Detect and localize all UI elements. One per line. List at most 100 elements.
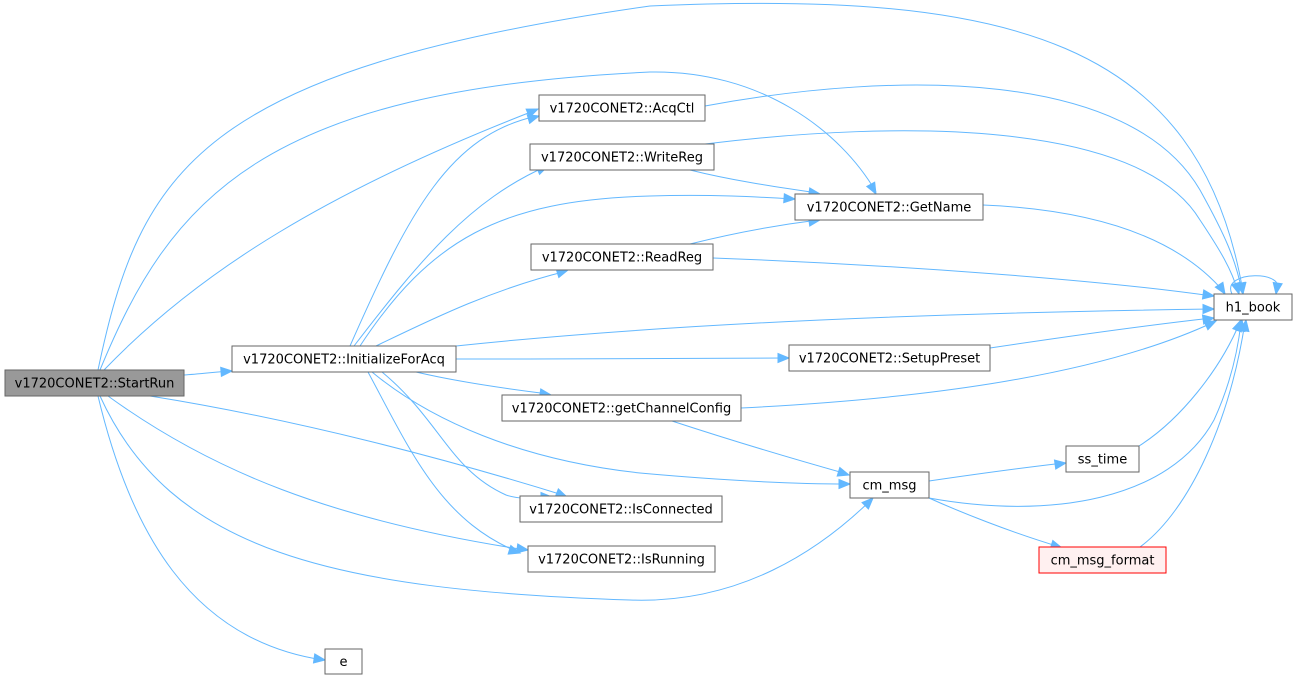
arrowhead-icon (312, 653, 327, 664)
edge-line (97, 395, 324, 661)
node-e[interactable]: e (324, 648, 363, 675)
edge-startrun-to-h1book (97, 2, 1247, 371)
edge-line (107, 395, 527, 551)
edge-readreg-to-getname (689, 216, 822, 245)
edge-line (1139, 321, 1246, 548)
arrowhead-icon (507, 544, 522, 555)
node-startrun[interactable]: v1720CONET2::StartRun (4, 369, 185, 397)
node-label: v1720CONET2::GetName (807, 201, 972, 216)
edges-layer (97, 2, 1283, 664)
node-label: v1720CONET2::InitializeForAcq (243, 353, 445, 368)
arrowhead-icon (526, 114, 541, 125)
node-isrunning[interactable]: v1720CONET2::IsRunning (527, 545, 716, 573)
edge-line (928, 497, 1061, 548)
edge-init-to-isrunning (367, 371, 522, 555)
node-acqctl[interactable]: v1720CONET2::AcqCtl (538, 94, 706, 122)
node-label: e (340, 655, 348, 670)
node-label: cm_msg_format (1051, 554, 1155, 569)
edge-startrun-to-init (183, 366, 234, 378)
arrowhead-icon (515, 543, 530, 554)
edge-getchannelconfig-to-h1book (740, 320, 1218, 409)
node-initializeforacq[interactable]: v1720CONET2::InitializeForAcq (231, 345, 457, 373)
edge-line (928, 321, 1242, 507)
edge-line (359, 194, 794, 347)
arrowhead-icon (1231, 318, 1242, 333)
edge-init-to-getname (359, 192, 797, 347)
arrowhead-icon (1201, 289, 1216, 300)
edge-init-to-getchannelconfig (415, 371, 553, 399)
edge-line (989, 317, 1213, 349)
arrowhead-icon (1272, 281, 1283, 296)
edge-line (349, 115, 538, 347)
node-label: v1720CONET2::StartRun (15, 377, 175, 392)
node-readreg[interactable]: v1720CONET2::ReadReg (530, 243, 714, 271)
node-getchannelconfig[interactable]: v1720CONET2::getChannelConfig (501, 394, 742, 422)
node-cm-msg[interactable]: cm_msg (849, 471, 930, 499)
edge-line (928, 462, 1065, 482)
edge-writereg-to-getname (689, 169, 822, 198)
edge-startrun-to-acqctl (103, 108, 540, 371)
edge-line (97, 2, 1244, 371)
edge-startrun-to-e (97, 395, 327, 664)
edge-startrun-to-cmmsg (99, 395, 874, 601)
edge-line (415, 371, 550, 395)
node-getname[interactable]: v1720CONET2::GetName (794, 193, 984, 221)
node-label: v1720CONET2::IsConnected (529, 503, 713, 518)
arrowhead-icon (1214, 281, 1226, 296)
node-label: v1720CONET2::SetupPreset (799, 352, 980, 367)
node-label: v1720CONET2::ReadReg (542, 251, 702, 266)
node-label: v1720CONET2::IsRunning (538, 553, 705, 568)
edge-line (982, 204, 1225, 293)
arrowhead-icon (861, 497, 874, 510)
edge-line (353, 165, 548, 347)
edge-init-to-acqctl (349, 114, 541, 347)
arrowhead-icon (777, 352, 791, 364)
arrowhead-icon (220, 366, 234, 378)
edge-line (375, 270, 568, 347)
node-writereg[interactable]: v1720CONET2::WriteReg (529, 143, 715, 171)
edge-line (689, 169, 819, 194)
nodes-layer: v1720CONET2::StartRun v1720CONET2::Initi… (4, 94, 1293, 675)
edge-writereg-to-h1book (704, 130, 1241, 296)
node-isconnected[interactable]: v1720CONET2::IsConnected (519, 495, 723, 523)
node-label: ss_time (1078, 453, 1127, 468)
arrowhead-icon (836, 466, 851, 477)
edge-line (99, 71, 877, 371)
edge-line (712, 257, 1213, 297)
node-cm-msg-format[interactable]: cm_msg_format (1038, 546, 1167, 574)
arrowhead-icon (1203, 320, 1218, 331)
edge-cmmsgformat-to-h1book (1139, 318, 1250, 548)
edge-line (689, 219, 819, 245)
edge-getchannelconfig-to-cmmsg (671, 420, 851, 477)
edge-line (103, 109, 537, 371)
edge-init-to-cmmsg (371, 371, 852, 490)
edge-init-to-writereg (353, 165, 550, 347)
edge-line (367, 371, 519, 553)
arrowhead-icon (783, 192, 797, 204)
edge-line (704, 130, 1239, 293)
edge-line (740, 321, 1215, 409)
node-label: v1720CONET2::AcqCtl (550, 102, 695, 117)
node-ss-time[interactable]: ss_time (1065, 445, 1140, 473)
node-setuppreset[interactable]: v1720CONET2::SetupPreset (788, 344, 991, 372)
edge-startrun-to-isrunning (107, 395, 530, 554)
edge-line (455, 308, 1213, 347)
edge-init-to-h1book (455, 303, 1216, 347)
edge-startrun-to-getname (99, 71, 877, 371)
edge-line (149, 395, 567, 497)
edge-getname-to-h1book (982, 204, 1226, 296)
node-label: v1720CONET2::getChannelConfig (512, 402, 731, 417)
edge-startrun-to-isconnected (149, 395, 569, 498)
node-h1-book[interactable]: h1_book (1213, 293, 1293, 321)
node-label: cm_msg (863, 479, 917, 494)
arrowhead-icon (1239, 318, 1250, 333)
edge-init-to-setuppreset (455, 352, 791, 364)
node-label: h1_book (1226, 301, 1281, 316)
edge-line (671, 420, 848, 475)
edge-cmmsg-to-sstime (928, 459, 1068, 482)
edge-h1book-to-h1book (1230, 275, 1283, 296)
edge-line (371, 371, 849, 485)
edge-line (455, 357, 788, 360)
edge-line (704, 84, 1243, 293)
edge-init-to-readreg (375, 268, 570, 347)
